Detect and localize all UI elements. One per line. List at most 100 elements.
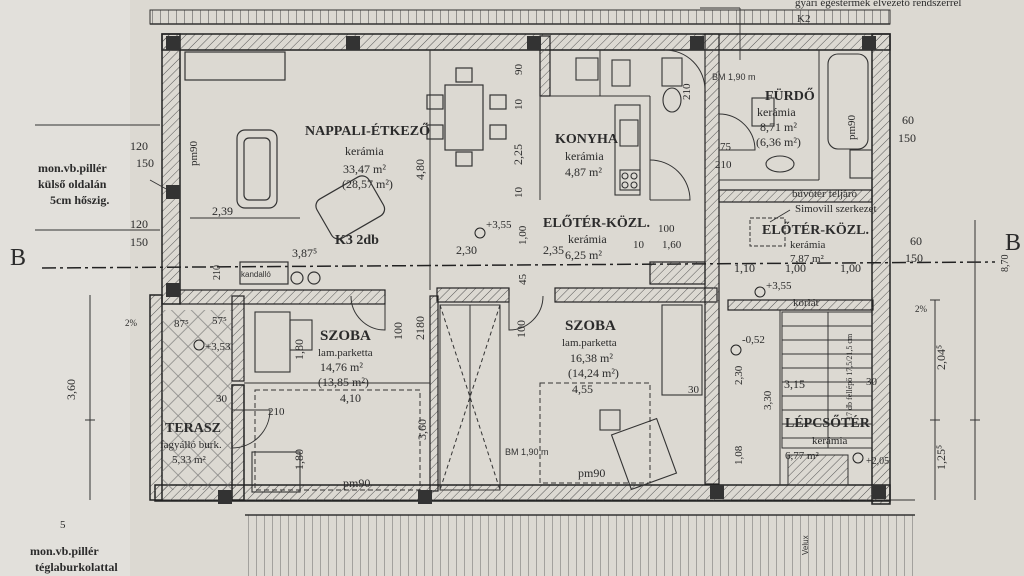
room-area: 5,33 m² — [172, 454, 207, 466]
room-szoba-2: SZOBA lam.parketta 16,38 m² (14,24 m²) B… — [505, 318, 619, 457]
dim: 60 — [910, 234, 922, 248]
dim: 2,04⁵ — [934, 345, 948, 370]
pm90-label-2: pm90 — [846, 114, 858, 140]
room-floor: kerámia — [568, 232, 607, 246]
header-note: gyári égéstermék elvezető rendszerrel — [795, 0, 961, 9]
pillar-note-4: mon.vb.pillér — [30, 544, 99, 558]
dim: 150 — [130, 235, 148, 249]
room-name: ELŐTÉR-KÖZL. — [762, 221, 869, 238]
room-nappali: NAPPALI-ÉTKEZŐ kerámia 33,47 m² (28,57 m… — [305, 122, 430, 191]
room-name: KONYHA — [555, 132, 619, 147]
dim: 1,00 — [840, 261, 861, 275]
dim: 150 — [898, 131, 916, 145]
wardrobes — [254, 304, 651, 491]
room-name: SZOBA — [565, 318, 616, 334]
room-lepcso: LÉPCSŐTÉR kerámia 6,77 m² — [785, 414, 871, 462]
dim: 2,30 — [733, 365, 745, 385]
room-terasz: TERASZ fagyálló burk. 5,33 m² — [160, 421, 222, 466]
room-area: 16,38 m² — [570, 351, 613, 365]
slope-right: 2% — [915, 304, 928, 314]
room-net-area: (28,57 m²) — [342, 177, 393, 191]
k3-note: K3 2db — [335, 233, 379, 248]
room-furdo: BM 1,90 m FÜRDŐ kerámia 8,71 m² (6,36 m²… — [712, 72, 815, 149]
room-floor: kerámia — [565, 149, 604, 163]
level-markers — [193, 227, 864, 464]
room-floor: fagyálló burk. — [160, 439, 222, 451]
dim: 3,87⁵ — [292, 246, 317, 260]
kandallo-label: kandalló — [241, 270, 271, 279]
room-area: 4,87 m² — [565, 165, 602, 179]
dim: 10 — [513, 187, 525, 199]
velux-label: Velux — [801, 535, 810, 555]
room-name: LÉPCSŐTÉR — [785, 414, 871, 431]
roof-edge-top — [149, 9, 891, 25]
dim: 100 — [658, 223, 675, 235]
attic-note-2: Simovill szerkezet — [795, 203, 877, 215]
room-eloter-1: ELŐTÉR-KÖZL. kerámia 6,25 m² — [543, 214, 650, 262]
room-floor: lam.parketta — [318, 347, 373, 359]
dim: 5 — [60, 519, 66, 531]
roof-edge-bottom — [150, 499, 915, 576]
dim: 90 — [513, 64, 525, 76]
dim: 2,39 — [212, 204, 233, 218]
dim: 3,60 — [64, 379, 78, 400]
room-name: TERASZ — [165, 421, 221, 436]
dim: 100 — [391, 322, 405, 340]
room-net-area: (14,24 m²) — [568, 366, 619, 380]
dim: 2,30 — [456, 243, 477, 257]
dim: 30 — [216, 393, 228, 405]
dim: 1,00 — [785, 261, 806, 275]
level-4: +2,05 — [866, 456, 889, 467]
doors — [231, 49, 756, 449]
thin-partitions — [244, 50, 820, 485]
paper-margin — [0, 0, 130, 576]
dim: 4,80 — [413, 159, 427, 180]
room-height: BM 1,90 m — [712, 72, 756, 82]
room-floor: kerámia — [757, 105, 796, 119]
room-net-area: (6,36 m²) — [756, 135, 801, 149]
level-2: +3,53 — [205, 341, 231, 353]
dim: 1,25⁵ — [934, 445, 948, 470]
pm90-label-1: pm90 — [188, 140, 200, 166]
header-k2: K2 — [797, 13, 810, 25]
dim: 3,60 — [415, 419, 429, 440]
level-3: +3,55 — [766, 280, 792, 292]
dim: 150 — [905, 251, 923, 265]
slope-left: 2% — [125, 318, 138, 328]
bathroom-fixtures — [661, 53, 873, 179]
leader-lines — [149, 7, 791, 223]
room-height: BM 1,90 m — [505, 447, 549, 457]
dim: 1,80 — [292, 449, 306, 470]
room-name: NAPPALI-ÉTKEZŐ — [305, 122, 430, 139]
section-line-b — [41, 261, 996, 269]
stair-note: 17 db fellépő 17,5/21,5 cm — [845, 333, 854, 420]
dimension-chain-right — [930, 220, 980, 500]
dim: 30 — [866, 376, 878, 388]
level-5: -0,52 — [742, 334, 765, 346]
room-floor: kerámia — [345, 144, 384, 158]
room-area: 6,77 m² — [785, 450, 820, 462]
dim: 4,55 — [572, 382, 593, 396]
section-marker-right: B — [1005, 230, 1021, 256]
room-area: 7,87 m² — [790, 253, 825, 265]
dim: 60 — [902, 113, 914, 127]
staircase — [781, 311, 873, 486]
dim: 8,70 — [1000, 255, 1011, 273]
room-name: ELŐTÉR-KÖZL. — [543, 214, 650, 231]
pillar-note-1: mon.vb.pillér — [38, 161, 107, 175]
room-konyha: KONYHA kerámia 4,87 m² — [555, 132, 619, 179]
dim: 1,80 — [292, 339, 306, 360]
dimension-chain-left — [35, 124, 300, 500]
room-szoba-1: SZOBA lam.parketta 14,76 m² (13,85 m²) — [318, 328, 373, 389]
dim: 10 — [633, 239, 645, 251]
room-name: FÜRDŐ — [765, 87, 815, 104]
dim: 1,60 — [662, 239, 682, 251]
dim: 45 — [517, 274, 529, 286]
dim: 57⁵ — [212, 315, 227, 327]
dim: 3,15 — [784, 377, 805, 391]
dim: 75 — [720, 141, 732, 153]
room-area: 14,76 m² — [320, 360, 363, 374]
dim: 30 — [688, 384, 700, 396]
pillar-note-5: téglaburkolattal — [35, 560, 118, 574]
